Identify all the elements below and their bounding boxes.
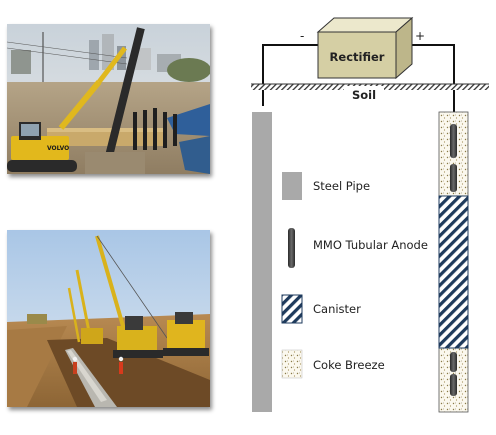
legend-swatch-coke-breeze (281, 349, 303, 379)
anode-bed (438, 111, 469, 413)
mmo-anode-3 (450, 352, 457, 372)
legend-swatch-canister (281, 294, 303, 324)
steel-pipe (252, 112, 272, 412)
legend-item-canister: Canister (281, 294, 361, 324)
legend-item-steel-pipe: Steel Pipe (282, 172, 370, 200)
legend-label-canister: Canister (313, 302, 361, 316)
legend-item-coke-breeze: Coke Breeze (281, 349, 385, 379)
photo-excavator-pile-driving: VOLVO (7, 24, 210, 174)
excavator-brand-text: VOLVO (47, 145, 69, 152)
legend-label-steel-pipe: Steel Pipe (313, 179, 370, 193)
mmo-anode-1 (450, 124, 457, 158)
legend-label-coke-breeze: Coke Breeze (313, 358, 385, 372)
legend-swatch-mmo-anode (288, 228, 295, 268)
rectifier-box: Rectifier (316, 16, 414, 80)
positive-terminal-label: + (415, 29, 425, 43)
mmo-anode-2 (450, 164, 457, 192)
canister (438, 195, 469, 349)
mmo-anode-4 (450, 374, 457, 396)
cathodic-protection-diagram: Rectifier - + Soil (218, 0, 496, 431)
legend-swatch-steel-pipe (282, 172, 302, 200)
legend-item-mmo-anode: MMO Tubular Anode (288, 228, 428, 268)
soil-surface: Soil (251, 83, 489, 102)
legend-label-mmo-anode: MMO Tubular Anode (313, 238, 428, 252)
negative-terminal-label: - (300, 29, 304, 43)
photo-pipeline-trench (7, 230, 210, 407)
rectifier-label: Rectifier (330, 50, 385, 64)
soil-label: Soil (352, 88, 376, 102)
legend: Steel Pipe MMO Tubular Anode Canister Co… (281, 172, 428, 379)
